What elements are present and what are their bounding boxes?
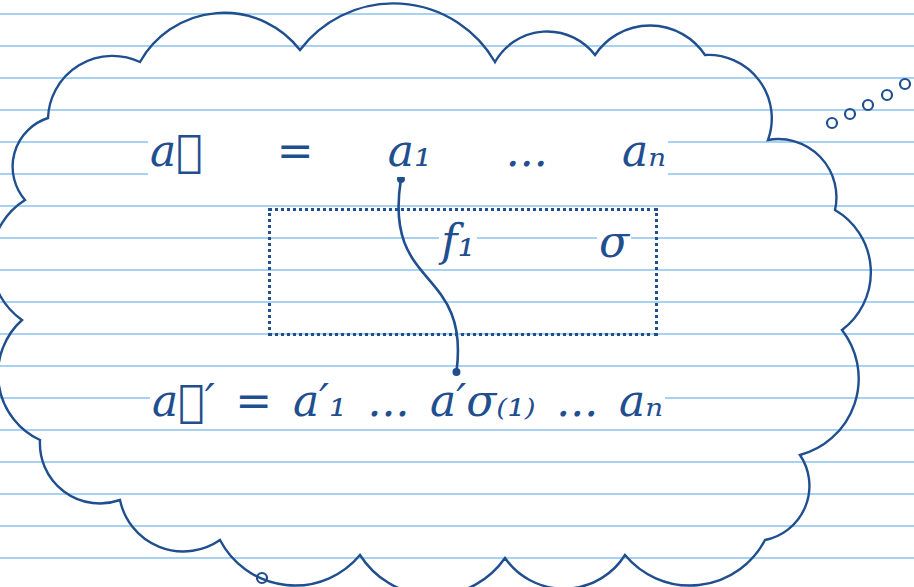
bubble-dot bbox=[827, 118, 837, 128]
bubble-dot bbox=[882, 90, 892, 100]
function-label: f₁ bbox=[439, 216, 477, 267]
sequence-formula: a⃗ = a₁ ... aₙ bbox=[148, 126, 668, 177]
cloud-line bbox=[0, 3, 871, 587]
curve-endpoint bbox=[452, 368, 460, 376]
bubble-dot bbox=[845, 109, 855, 119]
ruling-lines bbox=[0, 14, 914, 558]
permutation-symbol: σ bbox=[597, 217, 631, 268]
sequence-formula: a⃗′ = a′₁ ... a′σ₍₁₎ ... aₙ bbox=[150, 376, 665, 427]
bubble-dot bbox=[900, 79, 910, 89]
bubble-dot bbox=[863, 100, 873, 110]
